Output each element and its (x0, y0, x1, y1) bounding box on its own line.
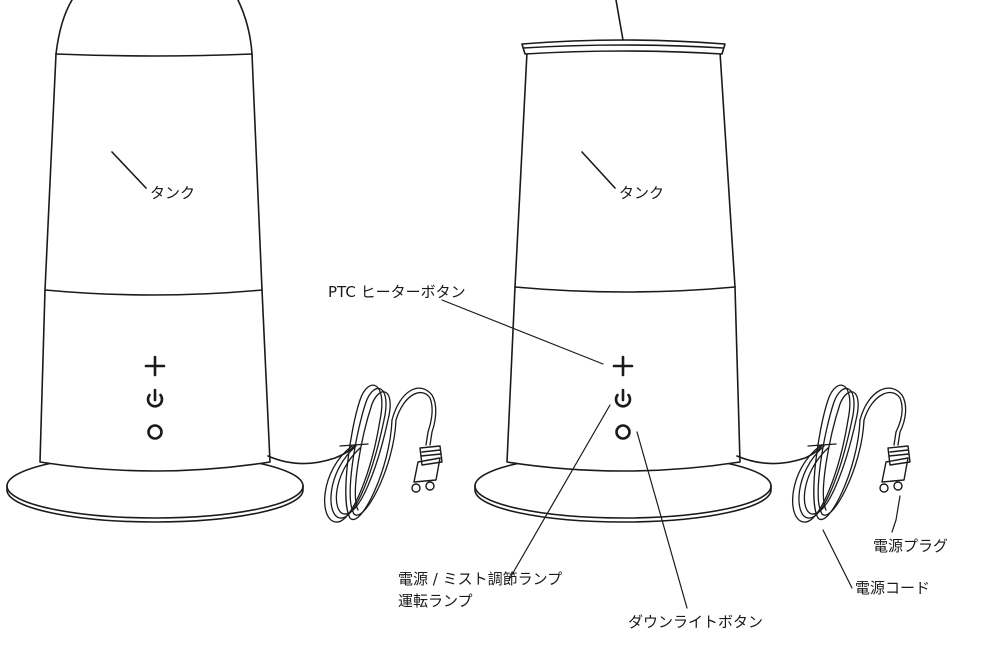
ptc-leader (441, 299, 604, 365)
right-humidifier (441, 0, 911, 609)
right-power-icon (614, 388, 632, 408)
left-tank-leader (111, 151, 147, 189)
left-dome (55, 0, 73, 55)
power-plug-label: 電源プラグ (873, 537, 949, 555)
right-circle-icon (615, 424, 631, 440)
right-tank-leader (581, 151, 616, 189)
left-plug (411, 445, 443, 493)
left-body-lower (39, 289, 271, 472)
left-plus-icon (144, 355, 166, 377)
right-lid-leader (615, 0, 624, 41)
power-leader (509, 404, 611, 579)
power-cord-label: 電源コード (855, 579, 931, 597)
ptc-heater-button-label: PTC ヒーターボタン (328, 283, 466, 301)
right-tank-label: タンク (619, 184, 665, 202)
power-mist-lamp-label: 電源 / ミスト調節ランプ (398, 570, 563, 588)
cord-leader (822, 529, 853, 589)
right-base-rim (474, 485, 772, 523)
plug-leader (891, 495, 901, 533)
left-cord (267, 444, 356, 465)
left-tank-label: タンク (150, 184, 196, 202)
left-coiled-cord (324, 384, 437, 523)
left-circle-icon (147, 424, 163, 440)
left-tank (44, 53, 57, 291)
operation-lamp-label: 運転ランプ (398, 592, 473, 610)
right-body-lower (506, 286, 741, 472)
right-plus-icon (612, 355, 634, 377)
right-plug (879, 445, 911, 493)
right-coiled-cord (792, 384, 907, 523)
left-base-rim (6, 485, 304, 523)
right-tank (514, 51, 528, 288)
downlight-leader (636, 431, 688, 609)
right-cord (736, 444, 823, 465)
left-humidifier (6, 0, 443, 523)
header-note: ・・・・・・・・・・・・・・・・・・・・・・・・・・・ (362, 0, 767, 7)
left-power-icon (146, 388, 164, 408)
downlight-button-label: ダウンライトボタン (628, 613, 764, 631)
right-lid (521, 39, 726, 55)
